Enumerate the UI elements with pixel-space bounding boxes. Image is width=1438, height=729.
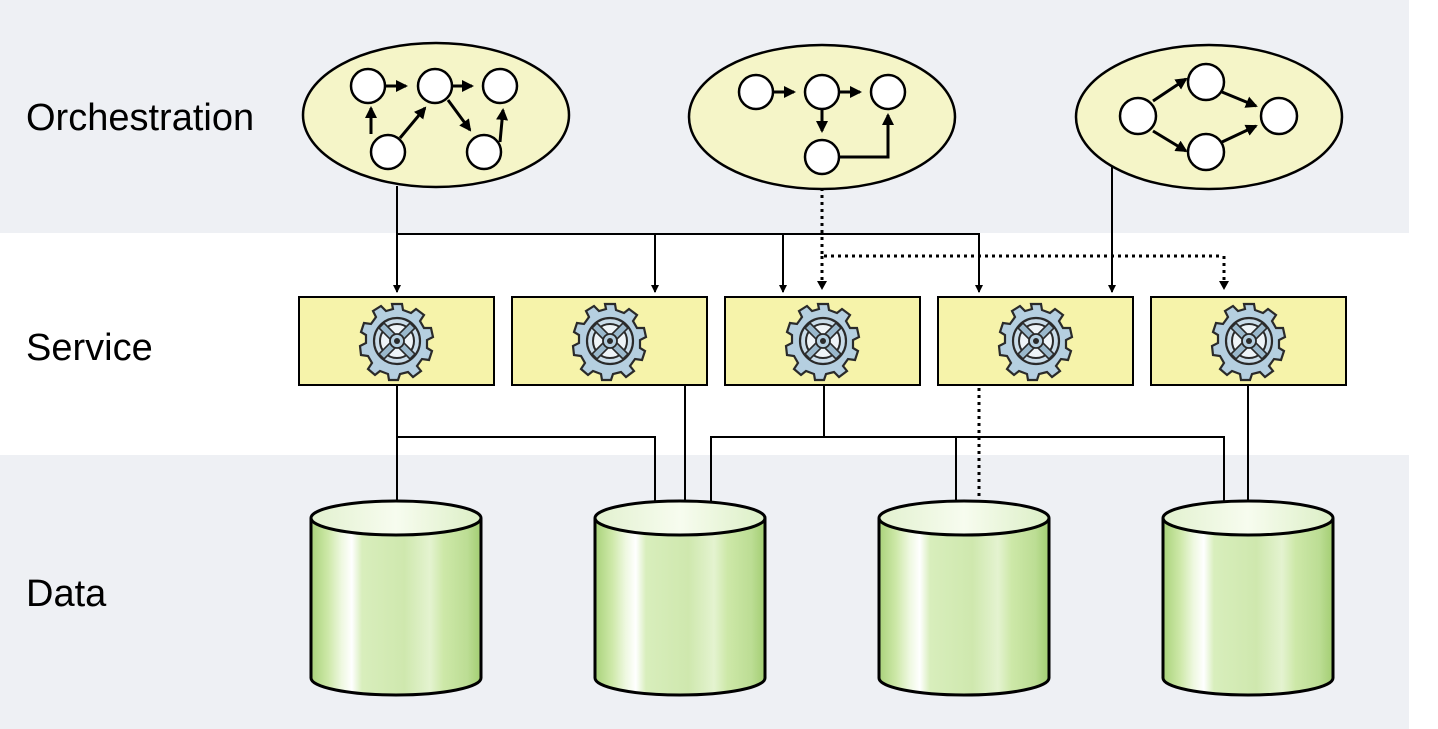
database-icon (593, 499, 767, 697)
workflow-3 (1074, 43, 1344, 191)
workflow-1-bus-line (396, 186, 980, 235)
database-icon (877, 499, 1051, 697)
data-layer-label: Data (26, 573, 107, 615)
database-icon (309, 499, 483, 697)
workflow-2 (687, 43, 957, 191)
service-1-to-data-2 (397, 436, 656, 506)
service-layer-label: Service (26, 327, 153, 369)
workflow-2-dotted-bus (820, 188, 1223, 258)
workflow-1 (301, 41, 571, 189)
database-icon (1161, 499, 1335, 697)
orchestration-layer-label: Orchestration (26, 97, 255, 139)
service-3-to-data-2-and-4 (710, 436, 1225, 506)
